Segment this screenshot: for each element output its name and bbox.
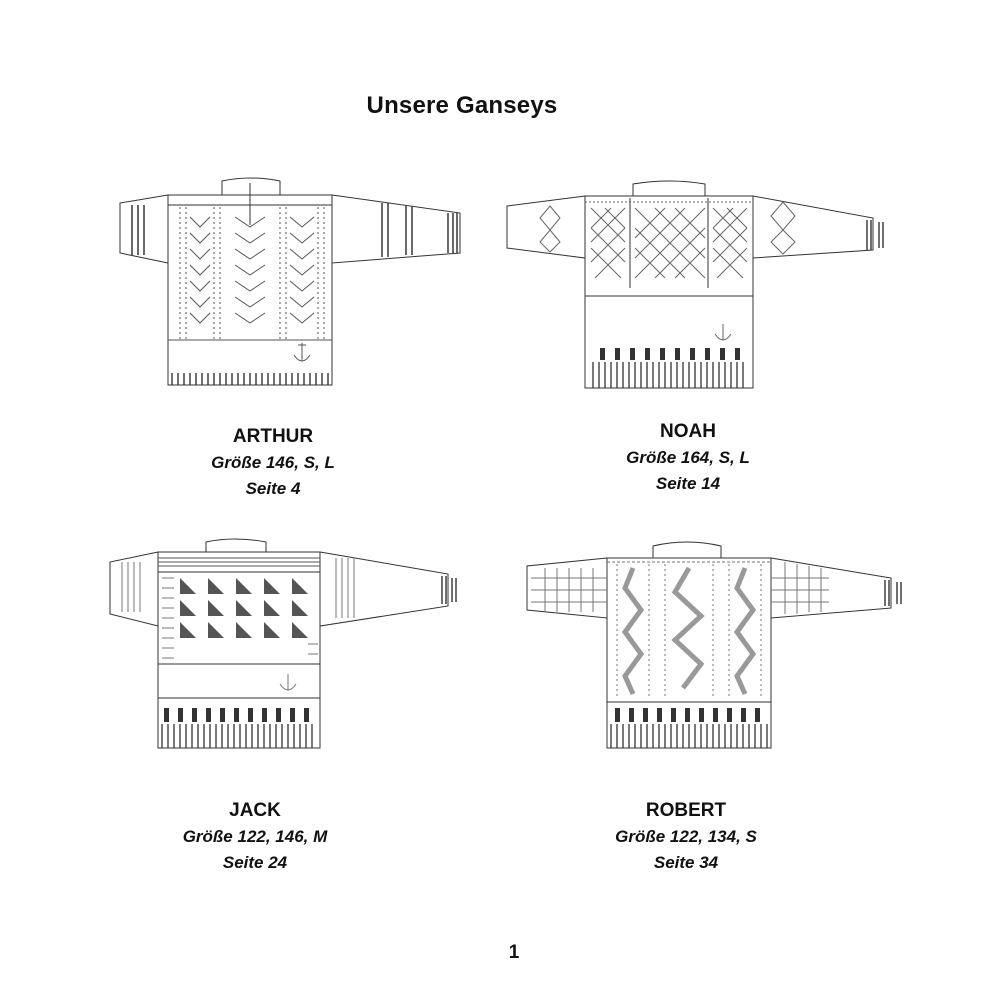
caption-jack: JACK Größe 122, 146, M Seite 24 bbox=[105, 798, 405, 876]
sweater-illustration-jack bbox=[108, 538, 463, 753]
sweater-page-reference: Seite 34 bbox=[653, 853, 719, 872]
sweater-sizes: Größe 164, S, L bbox=[626, 448, 750, 467]
sweater-page-reference: Seite 4 bbox=[245, 479, 301, 498]
sweater-illustration-robert bbox=[525, 538, 915, 753]
sweater-name: JACK bbox=[229, 800, 281, 821]
sweater-name: ROBERT bbox=[645, 800, 727, 821]
sweater-page-reference: Seite 14 bbox=[655, 474, 721, 493]
sweater-illustration-arthur bbox=[110, 175, 472, 390]
page-title: Unsere Ganseys bbox=[366, 92, 558, 119]
sweater-sizes: Größe 122, 146, M bbox=[182, 827, 328, 846]
sweater-sizes: Größe 122, 134, S bbox=[615, 827, 757, 846]
sweater-page-reference: Seite 24 bbox=[222, 853, 288, 872]
sweater-illustration-noah bbox=[505, 178, 890, 393]
page-number: 1 bbox=[508, 942, 520, 963]
sweater-name: ARTHUR bbox=[232, 426, 314, 447]
caption-arthur: ARTHUR Größe 146, S, L Seite 4 bbox=[123, 424, 423, 502]
caption-robert: ROBERT Größe 122, 134, S Seite 34 bbox=[536, 798, 836, 876]
sweater-name: NOAH bbox=[660, 421, 716, 442]
sweater-sizes: Größe 146, S, L bbox=[211, 453, 335, 472]
caption-noah: NOAH Größe 164, S, L Seite 14 bbox=[538, 419, 838, 497]
